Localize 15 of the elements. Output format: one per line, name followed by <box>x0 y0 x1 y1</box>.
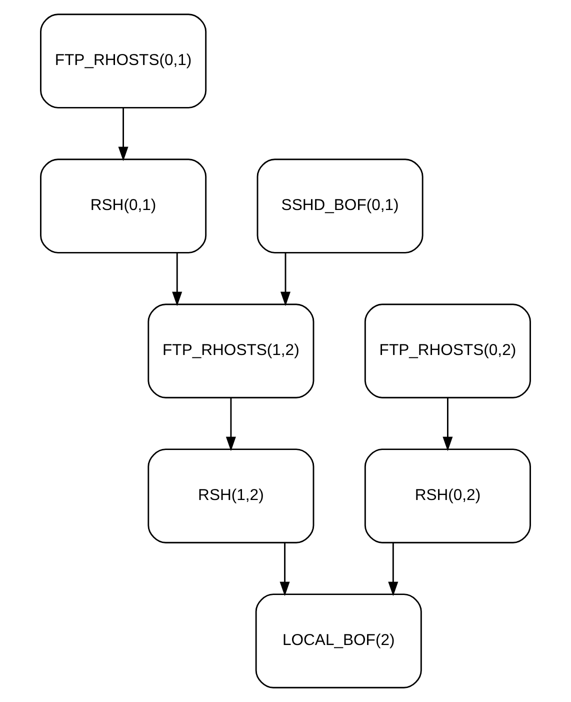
node-box: LOCAL_BOF(2) <box>255 594 422 688</box>
arrow <box>280 252 291 306</box>
arrow <box>442 398 453 452</box>
node-box: RSH(0,1) <box>40 158 207 254</box>
node-box: FTP_RHOSTS(1,2) <box>148 304 314 398</box>
node-box: RSH(0,2) <box>364 448 531 544</box>
node-box: FTP_RHOSTS(0,2) <box>364 304 531 398</box>
arrow <box>280 542 290 596</box>
node-box: FTP_RHOSTS(0,1) <box>40 14 207 108</box>
node-box: RSH(1,2) <box>148 448 314 544</box>
node-box: SSHD_BOF(0,1) <box>256 158 424 254</box>
arrow <box>172 252 182 306</box>
arrow <box>226 398 236 452</box>
arrow <box>118 108 128 162</box>
arrow <box>388 542 398 596</box>
